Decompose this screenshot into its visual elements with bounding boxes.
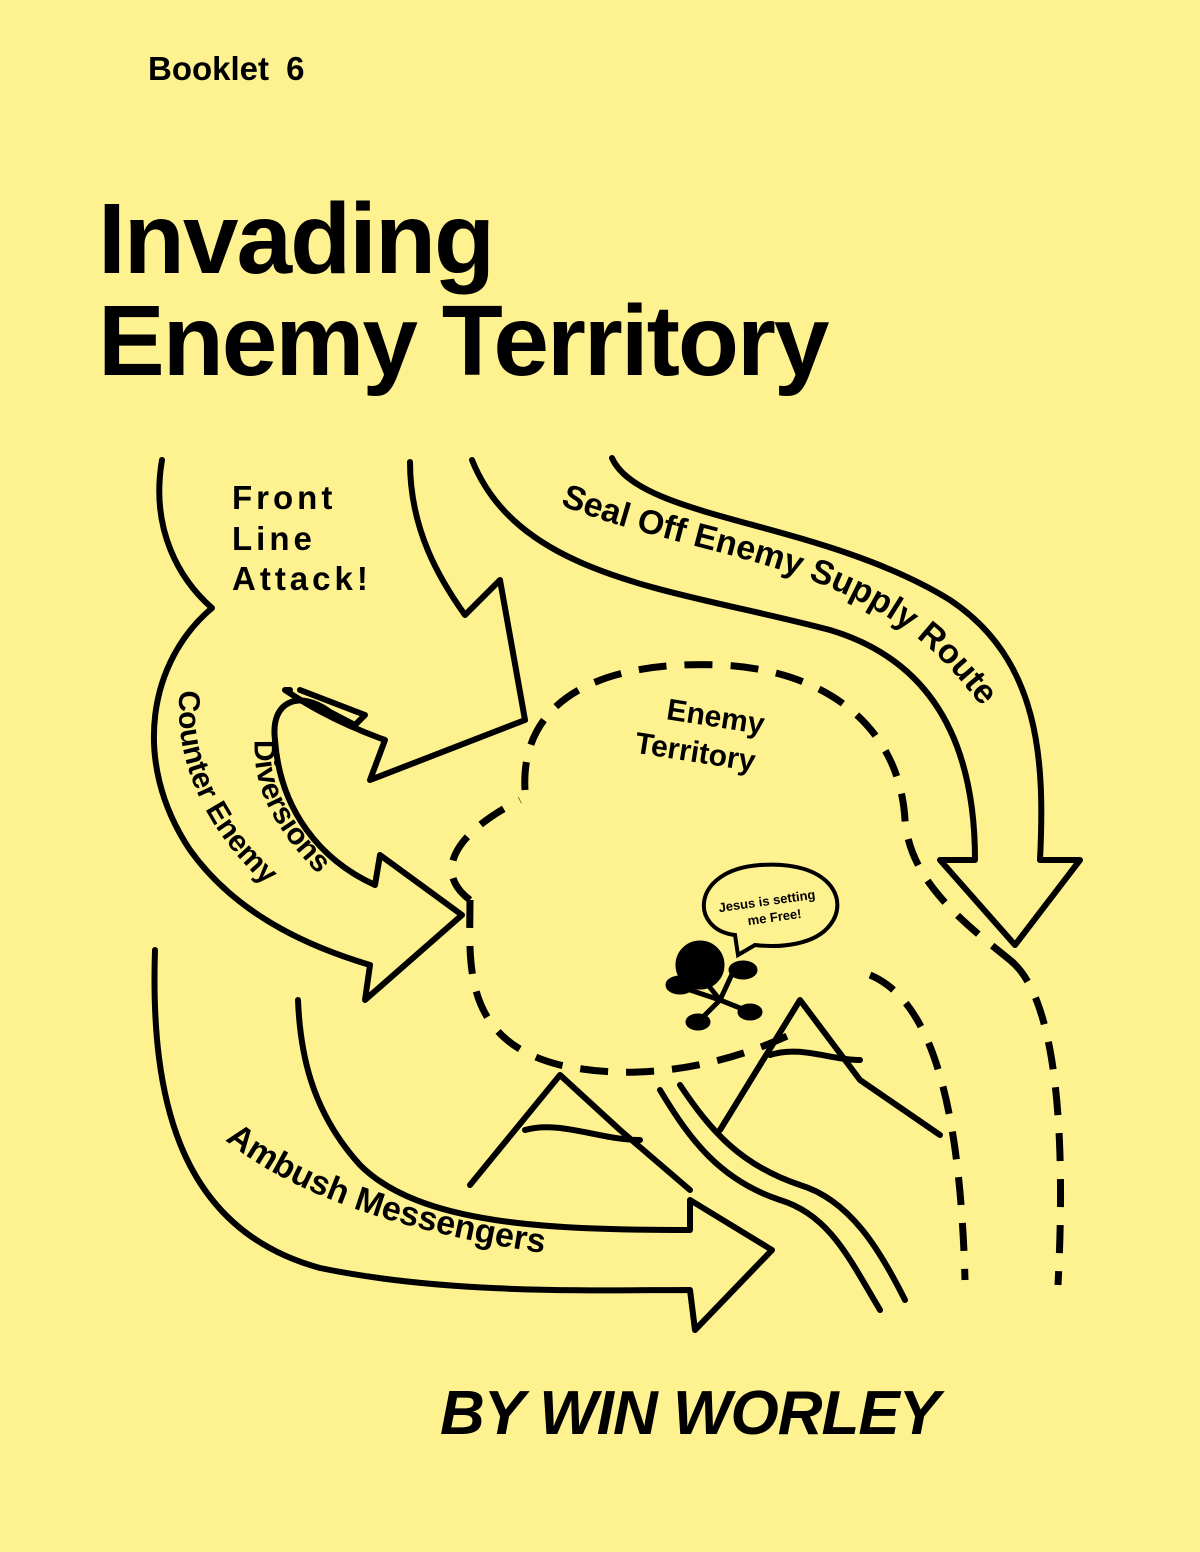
ambush-arrow	[151, 947, 775, 1333]
mountain-left	[467, 1072, 693, 1193]
booklet-number: Booklet 6	[148, 50, 305, 87]
ambush-label: Ambush Messengers	[220, 1116, 549, 1261]
river	[657, 1082, 908, 1313]
mountain-right	[717, 997, 943, 1138]
svg-text:Jesus is setting me Free!: Jesus is setting me Free!	[718, 886, 823, 932]
title-line-2: Enemy Territory	[98, 285, 830, 397]
front-line-label: Front Line Attack!	[232, 479, 372, 597]
book-title: Invading Enemy Territory	[98, 183, 830, 397]
speech-line-2: me Free!	[747, 906, 803, 928]
seal-off-arrow	[469, 455, 1083, 948]
enemy-territory-border	[448, 661, 1013, 1076]
supply-road	[868, 957, 1065, 1286]
speech-bubble	[701, 862, 840, 959]
author-name: BY WIN WORLEY	[440, 1379, 940, 1448]
stick-figure	[665, 940, 763, 1031]
title-line-1: Invading	[98, 183, 495, 295]
svg-text:Enemy Territory: Enemy Territory	[633, 689, 775, 780]
diversions-arrow	[151, 457, 465, 1003]
